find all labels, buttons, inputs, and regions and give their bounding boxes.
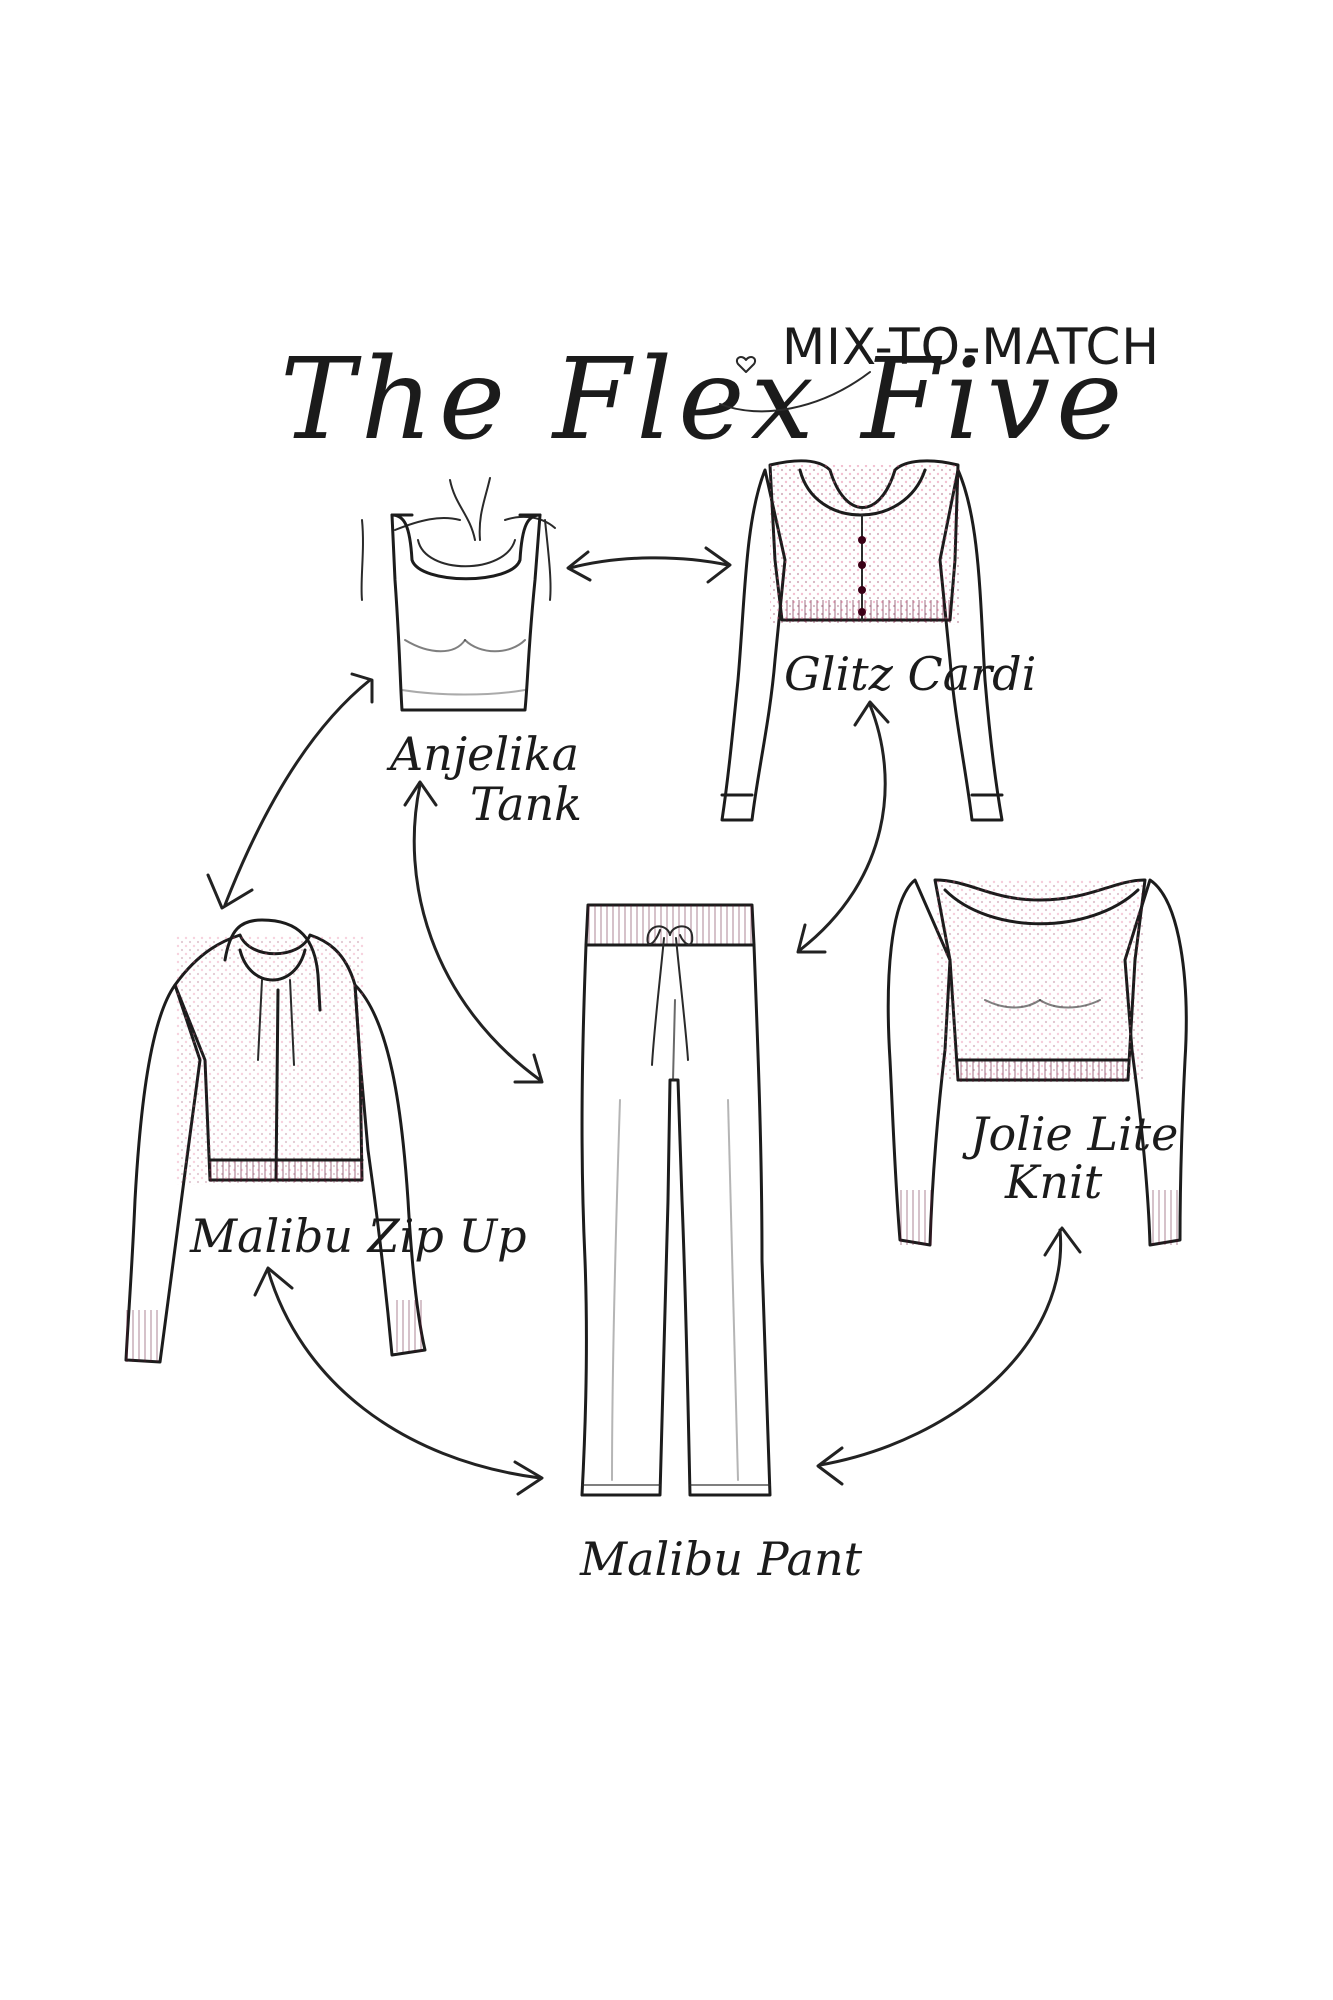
- arrow-zipup-pant: [253, 1266, 544, 1496]
- arrow-tank-zipup: [206, 672, 374, 910]
- knit-top-icon: [886, 878, 1188, 1247]
- arrow-tank-cardi: [566, 546, 732, 584]
- title-text: The Flex Five: [280, 335, 1128, 465]
- malibu-pant-label: Malibu Pant: [579, 1532, 863, 1586]
- anjelika-tank-line2: Tank: [470, 777, 582, 831]
- subtitle-mix-to-match: MIX-TO-MATCH: [782, 318, 1160, 376]
- jolie-lite-knit-label: Jolie Lite Knit: [962, 1107, 1178, 1209]
- glitz-cardi-label: Glitz Cardi: [784, 647, 1036, 701]
- cardigan-icon: [720, 459, 1004, 822]
- jolie-lite-knit-line1: Jolie Lite: [962, 1107, 1178, 1161]
- title-flourish: [719, 371, 871, 413]
- malibu-zip-up-label: Malibu Zip Up: [189, 1209, 527, 1263]
- arrow-tank-pant: [403, 780, 544, 1084]
- tank-top-icon: [360, 477, 556, 712]
- jolie-lite-knit-line2: Knit: [1004, 1155, 1103, 1209]
- anjelika-tank-label: Anjelika Tank: [386, 727, 582, 831]
- diagram-title: The Flex Five: [280, 335, 1128, 465]
- heart-icon: [736, 356, 756, 373]
- flare-pant-icon: [580, 903, 772, 1497]
- anjelika-tank-line1: Anjelika: [386, 727, 579, 781]
- arrow-jolie-pant: [816, 1226, 1082, 1486]
- arrow-cardi-pant: [796, 700, 890, 954]
- zip-hoodie-icon: [124, 918, 427, 1364]
